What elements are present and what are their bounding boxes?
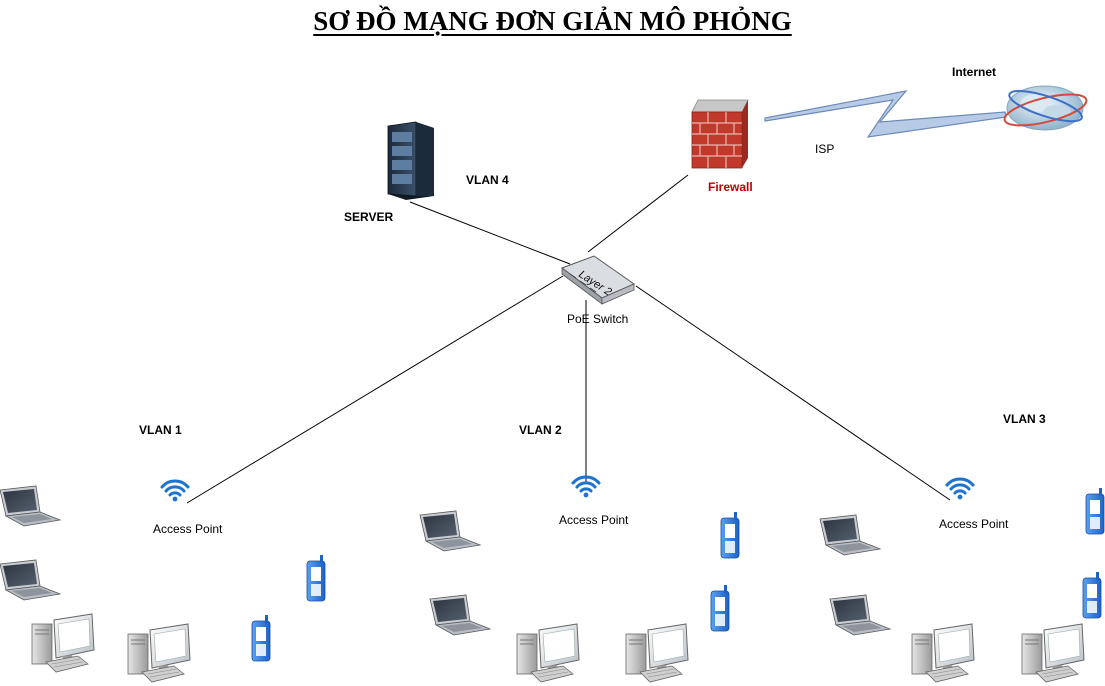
- access-point-2-label: Access Point: [559, 513, 629, 527]
- firewall-label: Firewall: [708, 180, 753, 194]
- server-label: SERVER: [344, 210, 394, 224]
- mobile-phone-icon: [306, 554, 326, 602]
- poe-switch-label: PoE Switch: [567, 312, 629, 326]
- laptop-icon: [0, 559, 61, 601]
- laptop-icon: [429, 594, 491, 636]
- laptop-icon: [819, 514, 881, 556]
- poe-switch-icon: Layer 2: [560, 255, 636, 305]
- mobile-phone-icon: [1085, 487, 1105, 535]
- desktop-pc-icon: [31, 613, 95, 673]
- access-point-3-label: Access Point: [939, 517, 1009, 531]
- vlan4-label: VLAN 4: [466, 173, 509, 187]
- vlan2-label: VLAN 2: [519, 423, 562, 437]
- mobile-phone-icon: [710, 584, 730, 632]
- desktop-pc-icon: [127, 623, 191, 683]
- access-point-3-wifi-icon: [945, 477, 975, 501]
- link-server-switch: [409, 201, 571, 265]
- desktop-pc-icon: [1021, 623, 1085, 683]
- isp-link: [764, 90, 1007, 138]
- vlan3-label: VLAN 3: [1003, 412, 1046, 426]
- internet-label: Internet: [952, 65, 997, 79]
- internet-globe-icon: [1003, 85, 1088, 131]
- vlan1-label: VLAN 1: [139, 423, 182, 437]
- mobile-phone-icon: [251, 614, 271, 662]
- access-point-1-wifi-icon: [160, 479, 190, 503]
- link-firewall-switch: [587, 174, 689, 253]
- desktop-pc-icon: [516, 623, 580, 683]
- desktop-pc-icon: [625, 623, 689, 683]
- link-switch-ap3: [635, 285, 951, 501]
- laptop-icon: [829, 594, 891, 636]
- server-rack-icon: [387, 121, 434, 200]
- firewall-icon: [691, 99, 749, 169]
- mobile-phone-icon: [720, 511, 740, 559]
- access-point-1-label: Access Point: [153, 522, 223, 536]
- mobile-phone-icon: [1082, 571, 1102, 619]
- desktop-pc-icon: [911, 623, 975, 683]
- laptop-icon: [419, 510, 481, 552]
- link-switch-ap1: [186, 275, 564, 504]
- isp-label: ISP: [815, 142, 835, 156]
- laptop-icon: [0, 485, 61, 527]
- diagram-title: SƠ ĐỒ MẠNG ĐƠN GIẢN MÔ PHỎNG: [313, 6, 792, 36]
- connection-links: [186, 174, 951, 504]
